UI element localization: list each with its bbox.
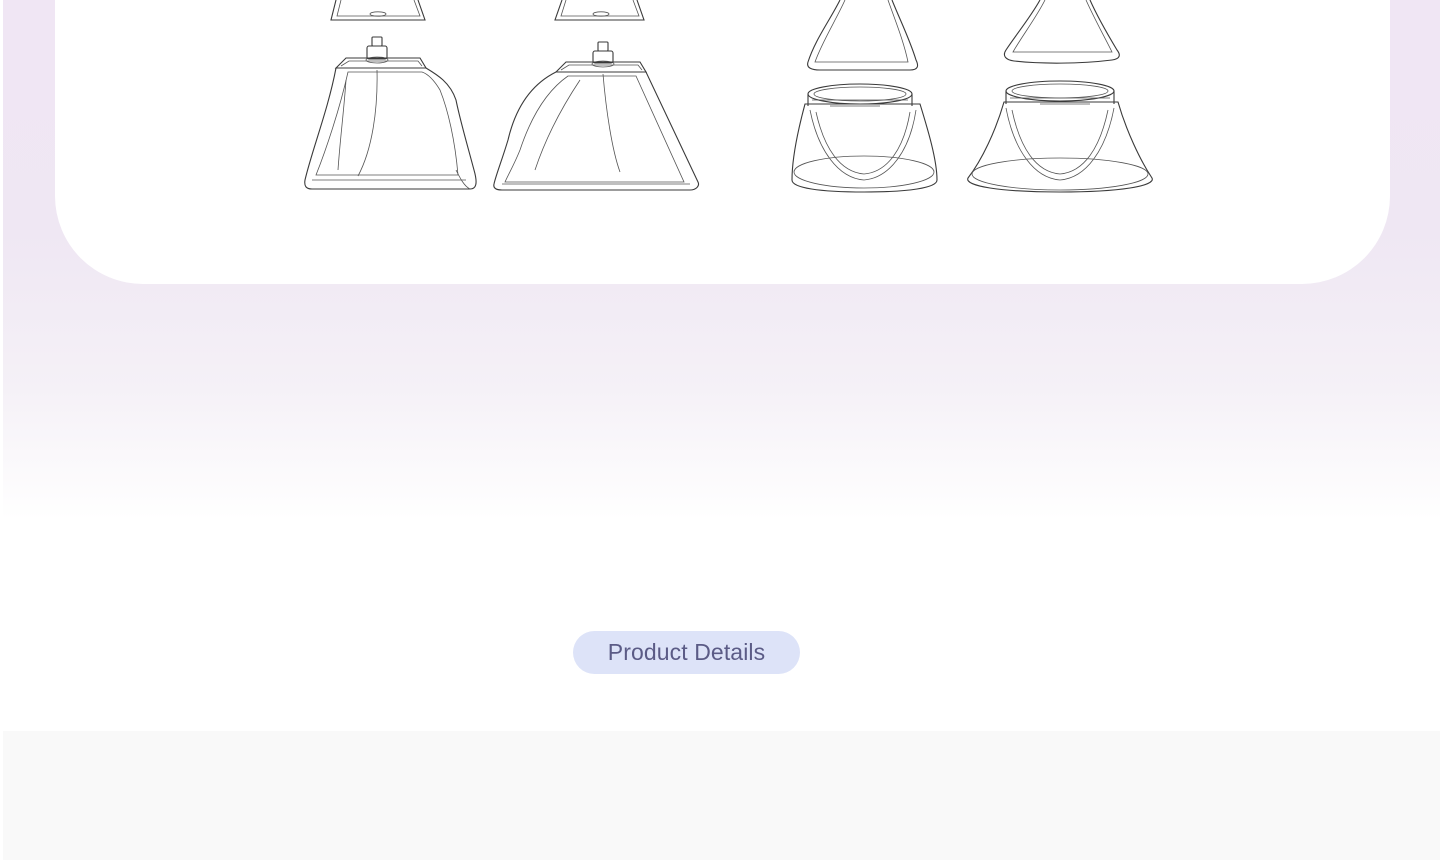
perfume-bottle-1-icon [304,0,477,190]
product-details-button[interactable]: Product Details [573,631,800,674]
product-illustrations [304,0,1153,193]
cream-jar-1-icon [791,0,938,193]
page-left-edge [0,0,3,860]
details-section-background [3,731,1440,860]
cream-jar-2-icon [967,0,1153,193]
product-showcase-card [55,0,1390,284]
perfume-bottle-2-icon [493,0,700,191]
